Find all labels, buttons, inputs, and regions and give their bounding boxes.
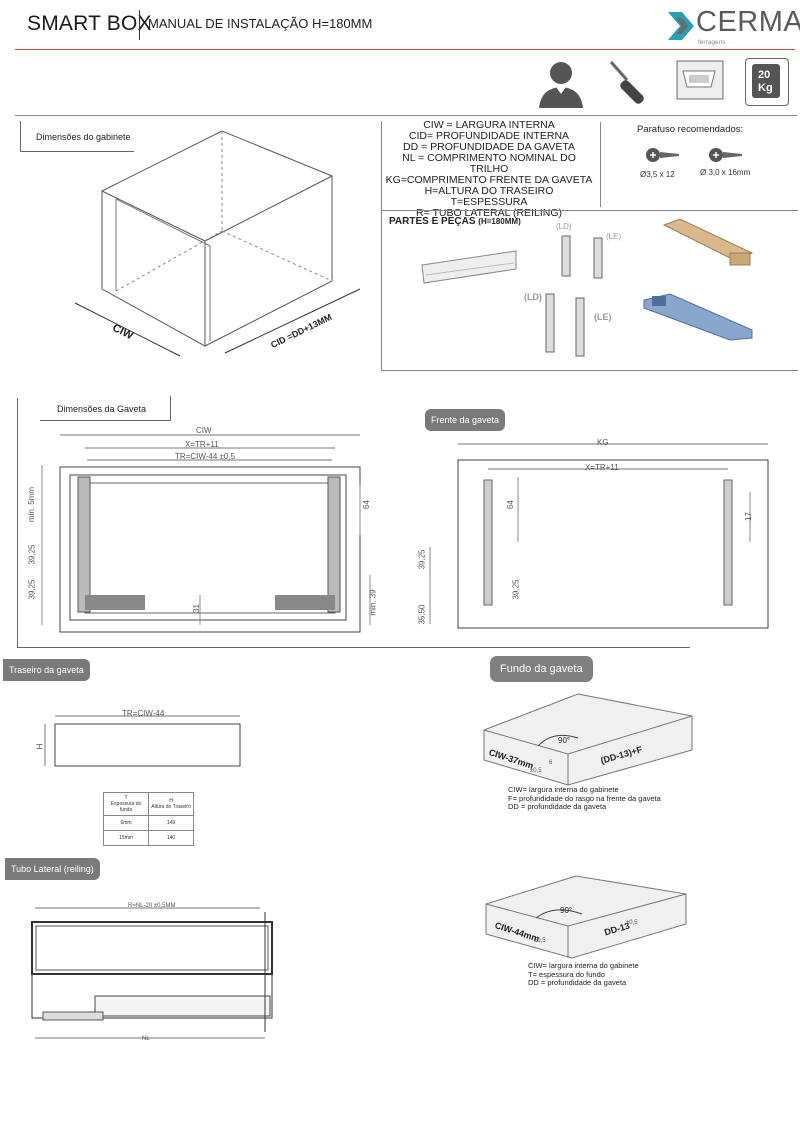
- parts-bottom-rule: [381, 370, 798, 371]
- dim-min5: min. 5mm: [27, 486, 37, 523]
- spec-line: DD = PROFUNDIDADE DA GAVETA: [402, 141, 575, 153]
- bottom-panel-drawing-1: [483, 693, 693, 786]
- reiling-nl: NL: [142, 1036, 150, 1042]
- part-ld-label: (LD): [556, 222, 572, 231]
- dim-31: 31: [191, 604, 201, 613]
- dim-min39: min. 39: [368, 589, 378, 616]
- connector-part-drawing: [643, 293, 753, 341]
- bottom-panel-drawing-2: [485, 875, 687, 959]
- header-divider: [139, 10, 140, 40]
- parts-title-text: PARTES E PEÇAS: [389, 216, 476, 227]
- screw-icon: [645, 145, 681, 170]
- back-tr: TR=CIW-44: [122, 709, 165, 718]
- dim-3925a: 39,25: [27, 544, 37, 565]
- section-rule: [15, 115, 797, 116]
- table-row: 15mm 140: [103, 830, 194, 846]
- header-rule: [15, 49, 795, 50]
- drawer-section-drawing: [41, 434, 371, 633]
- bottom-tol-2: ±0,5: [534, 938, 546, 944]
- dim-tr: TR=CIW-44 ±0,5: [175, 452, 236, 461]
- tube-part-drawing: [662, 218, 754, 266]
- product-title: SMART BOX: [27, 12, 152, 35]
- cabinet-label: Dimensões do gabinete: [36, 132, 131, 142]
- rail-part-drawing: [421, 250, 517, 284]
- weight-value: 20: [758, 69, 771, 81]
- spec-line: CID= PROFUNDIDADE INTERNA: [408, 130, 570, 142]
- table-row: 6mm 149: [103, 815, 194, 831]
- parts-title: PARTES E PEÇAS (H=180MM): [389, 216, 521, 227]
- brand-subname: ferragens: [698, 39, 726, 46]
- dim-64: 64: [361, 500, 371, 509]
- cabinet-drawing: [74, 130, 361, 357]
- screw-icon: [708, 145, 744, 170]
- bottom-angle-1: 90°: [558, 736, 571, 745]
- back-drawing: [44, 715, 241, 767]
- front-drawing: [429, 443, 769, 629]
- dim-ciw: CIW: [196, 426, 212, 435]
- bottom-f: 6: [549, 760, 553, 766]
- drawer-dims-label: Dimensões da Gaveta: [57, 404, 147, 414]
- rear-bracket-drawing: [545, 293, 585, 357]
- front-17: 17: [743, 512, 753, 521]
- drawer-dims-bottom: [17, 647, 690, 648]
- spec-line: R= TUBO LATERAL (REILING): [416, 207, 562, 219]
- specs-box-left: [381, 121, 382, 371]
- manual-subtitle: MANUAL DE INSTALAÇÃO H=180MM: [148, 16, 373, 31]
- front-x: X=TR+11: [585, 463, 619, 472]
- front-3925a: 39,25: [417, 549, 427, 570]
- brand-chevron-icon: [668, 12, 694, 40]
- dim-3925b: 39,25: [27, 579, 37, 600]
- drawer-dims-label-box: [40, 396, 171, 421]
- front-bracket-drawing: [561, 235, 603, 279]
- back-label: Traseiro da gaveta: [3, 659, 90, 681]
- spec-line: T=ESPESSURA: [450, 196, 528, 208]
- spec-line: CIW = LARGURA INTERNA: [423, 119, 555, 131]
- part-le-label: (LE): [594, 312, 612, 322]
- brand-name: CERMAG: [696, 6, 800, 38]
- reiling-drawing: [31, 907, 273, 1039]
- part-ld-label: (LD): [524, 292, 542, 302]
- specs-divider: [600, 122, 601, 207]
- weight-unit: Kg: [758, 82, 773, 94]
- spec-line: NL = COMPRIMENTO NOMINAL DO TRILHO: [402, 152, 576, 175]
- cabinet-label-box: [20, 121, 134, 152]
- front-label: Frente da gaveta: [425, 409, 506, 431]
- reiling-label: Tubo Lateral (reiling): [5, 858, 100, 880]
- drawer-dims-frame: [17, 398, 18, 648]
- front-kg: KG: [597, 438, 609, 447]
- screws-title: Parafuso recomendados:: [637, 124, 744, 135]
- reiling-r: R=NL-20 ±0,5MM: [128, 903, 176, 909]
- bottom-notes-1: CIW= largura interna do gabinete F= prof…: [508, 785, 661, 811]
- screw-size: Ø 3,0 x 16mm: [700, 168, 751, 177]
- bottom-angle-2: 90°: [560, 906, 573, 915]
- drawer-icon: [673, 57, 727, 110]
- front-3925b: 39,25: [511, 579, 521, 600]
- bottom-label: Fundo da gaveta: [490, 656, 593, 682]
- weight-icon: 20 Kg: [745, 58, 789, 106]
- spec-line: KG=COMPRIMENTO FRENTE DA GAVETA: [385, 174, 593, 186]
- brand-logo: CERMAG ferragens: [668, 6, 800, 50]
- installer-icon: [535, 56, 587, 113]
- bottom-notes-2: CIW= largura interna do gabinete T= espe…: [528, 961, 639, 987]
- bottom-tol-1: ±0,5: [530, 768, 542, 774]
- spec-line: H=ALTURA DO TRASEIRO: [424, 185, 554, 197]
- parts-section-rule: [381, 210, 798, 211]
- screw-size: Ø3,5 x 12: [640, 170, 675, 179]
- screwdriver-icon: [605, 58, 657, 113]
- specs-list: CIW = LARGURA INTERNA CID= PROFUNDIDADE …: [383, 120, 595, 219]
- dim-x: X=TR+11: [185, 440, 219, 449]
- front-3550: 35,50: [417, 604, 427, 625]
- part-le-label: (LE): [606, 232, 622, 241]
- parts-title-suffix: (H=180MM): [478, 217, 521, 226]
- bottom-tol-3: ±0,5: [626, 920, 638, 926]
- back-h: H: [35, 743, 45, 750]
- front-64: 64: [505, 500, 515, 509]
- cabinet-section: Dimensões do gabinete CIW CID =DD+13MM: [20, 121, 380, 371]
